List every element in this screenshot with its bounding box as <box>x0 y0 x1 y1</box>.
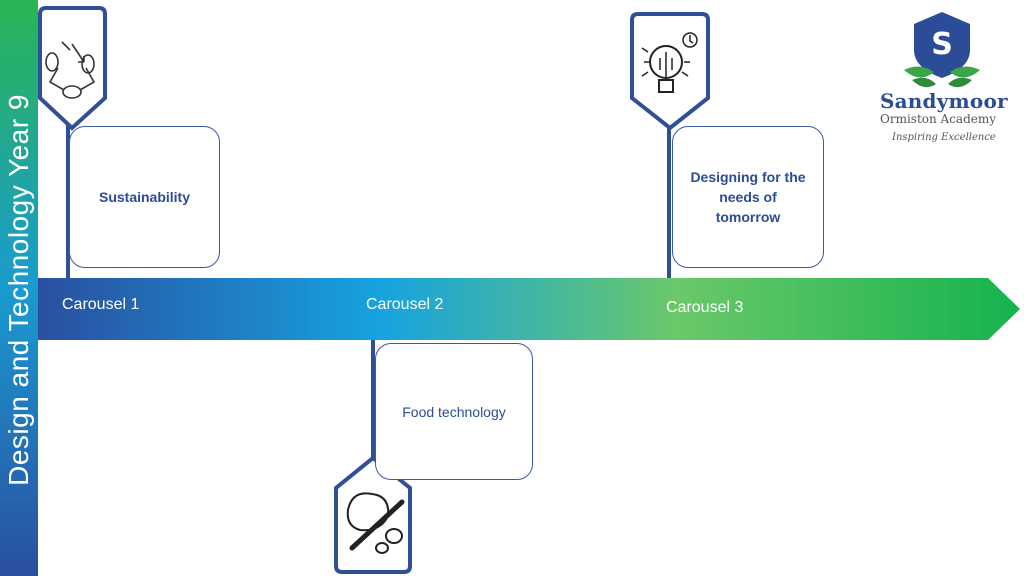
recycle-leaves-icon <box>38 6 107 131</box>
logo-letter: S <box>931 27 953 62</box>
carousel-3-label: Carousel 3 <box>666 299 744 316</box>
school-logo-emblem: S <box>904 12 980 88</box>
topic-box-designing-tomorrow: Designing for the needs of tomorrow <box>672 126 824 268</box>
logo-tagline: Inspiring Excellence <box>892 132 996 143</box>
carousel-1-label: Carousel 1 <box>62 296 140 313</box>
timeline-arrow <box>38 278 1020 340</box>
side-band: Design and Technology Year 9 <box>0 0 38 576</box>
carousel-2-label: Carousel 2 <box>366 296 444 313</box>
topic-box-food-technology: Food technology <box>375 343 533 480</box>
logo-subtitle: Ormiston Academy <box>880 112 997 126</box>
logo-name: Sandymoor <box>880 89 1008 113</box>
lightbulb-network-icon <box>630 12 710 131</box>
rolling-pin-food-icon <box>334 455 412 574</box>
topic-box-sustainability: Sustainability <box>69 126 220 268</box>
